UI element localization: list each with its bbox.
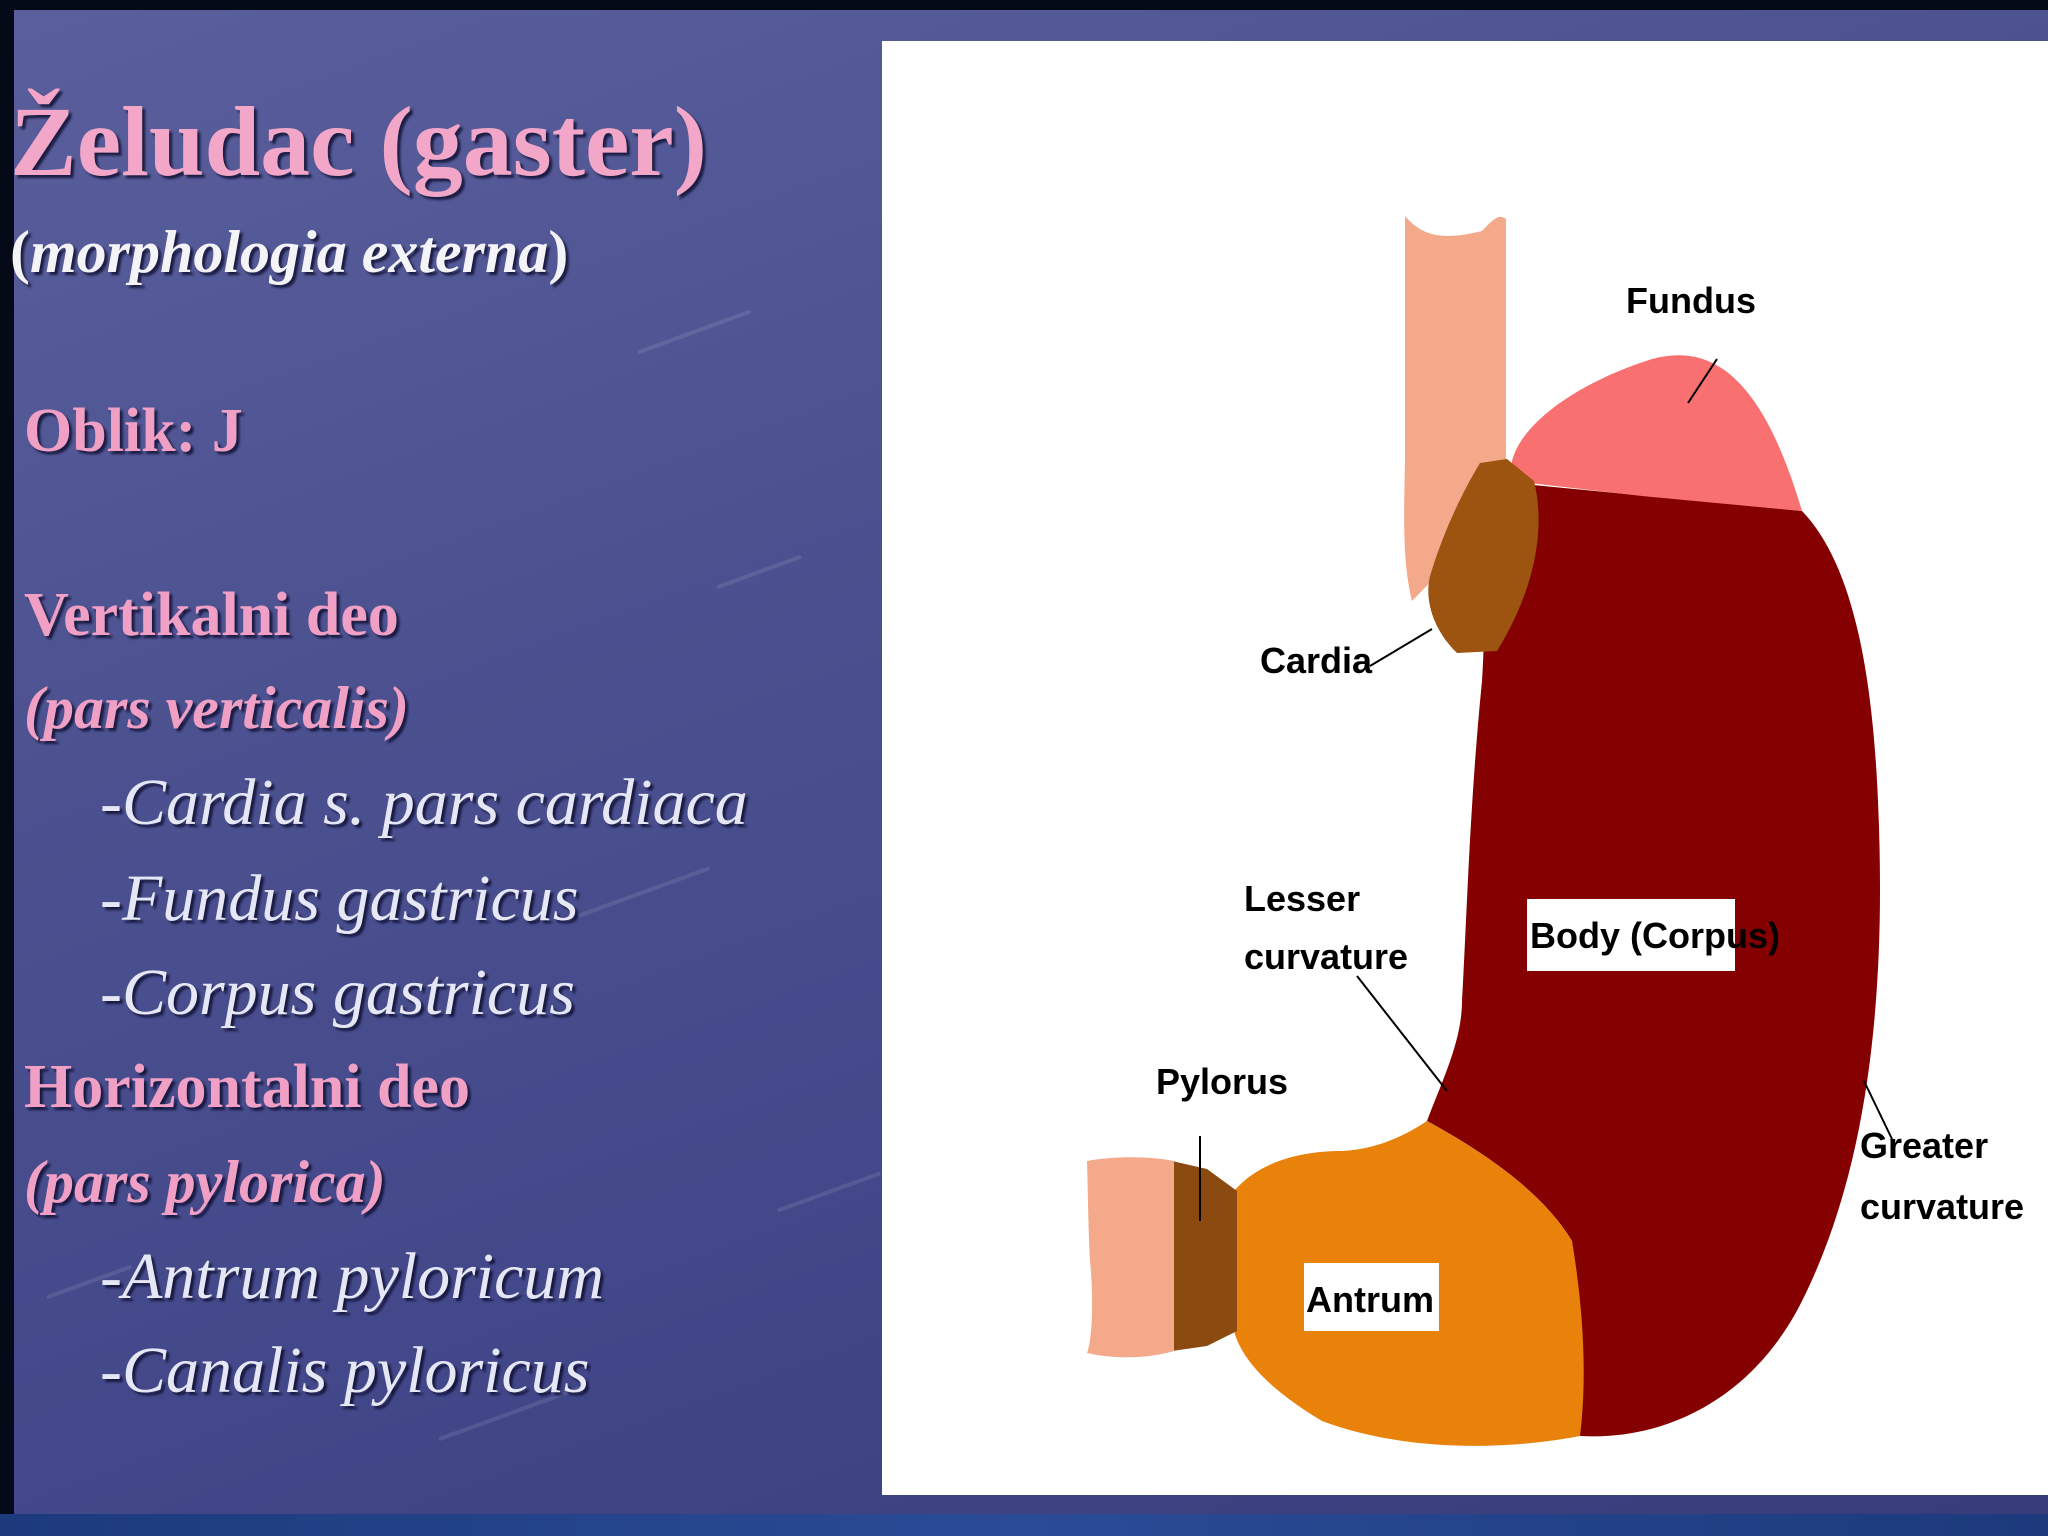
bottom-band	[0, 1514, 2048, 1536]
stomach-diagram: Fundus Cardia Body (Corpus) Lesser curva…	[1087, 216, 2024, 1446]
antrum-label: Antrum	[1306, 1279, 1434, 1320]
horizontal-latin: (pars pylorica)	[24, 1149, 386, 1215]
fundus-shape	[1512, 355, 1802, 511]
background-streak	[776, 1171, 882, 1213]
pylorus-label: Pylorus	[1156, 1061, 1288, 1102]
cardia-leader-line	[1369, 628, 1433, 667]
subtitle-italic: morphologia externa	[29, 219, 549, 285]
greater-curvature-label-line1: Greater	[1860, 1125, 1988, 1166]
slide-title: Želudac (gaster)	[10, 86, 708, 197]
vertical-heading: Vertikalni deo	[24, 581, 399, 649]
background-streak	[716, 554, 802, 590]
duodenum-shape	[1087, 1157, 1174, 1358]
subtitle-paren-close: )	[548, 219, 569, 285]
lesser-curvature-leader-line	[1356, 975, 1448, 1092]
greater-curvature-label-line2: curvature	[1860, 1186, 2024, 1227]
fundus-label: Fundus	[1626, 280, 1756, 321]
lesser-curvature-label-line1: Lesser	[1244, 878, 1360, 919]
subtitle-paren-open: (	[10, 219, 30, 285]
cardia-shape	[1428, 459, 1539, 653]
lesser-curvature-label-line2: curvature	[1244, 936, 1408, 977]
horizontal-item: -Antrum pyloricum	[100, 1240, 605, 1313]
antrum-label-box	[1304, 1263, 1439, 1331]
greater-curvature-leader-line	[1863, 1080, 1893, 1140]
pylorus-shape	[1172, 1161, 1237, 1351]
horizontal-heading: Horizontalni deo	[24, 1053, 471, 1121]
stomach-diagram-panel: Fundus Cardia Body (Corpus) Lesser curva…	[882, 41, 2048, 1495]
background-streak	[636, 309, 752, 355]
cardia-label: Cardia	[1260, 640, 1373, 681]
vertical-item: -Cardia s. pars cardiaca	[100, 766, 748, 839]
horizontal-item: -Canalis pyloricus	[100, 1334, 590, 1407]
body-label-box	[1527, 899, 1735, 971]
fundus-leader-line	[1687, 358, 1718, 404]
shape-label: Oblik: J	[24, 397, 243, 465]
vertical-item: -Corpus gastricus	[100, 956, 575, 1029]
vertical-latin: (pars verticalis)	[24, 675, 409, 741]
vertical-item: -Fundus gastricus	[100, 862, 579, 935]
body-corpus-label: Body (Corpus)	[1530, 915, 1780, 956]
slide-subtitle: (morphologia externa)	[10, 222, 568, 282]
background-streak	[577, 866, 711, 918]
